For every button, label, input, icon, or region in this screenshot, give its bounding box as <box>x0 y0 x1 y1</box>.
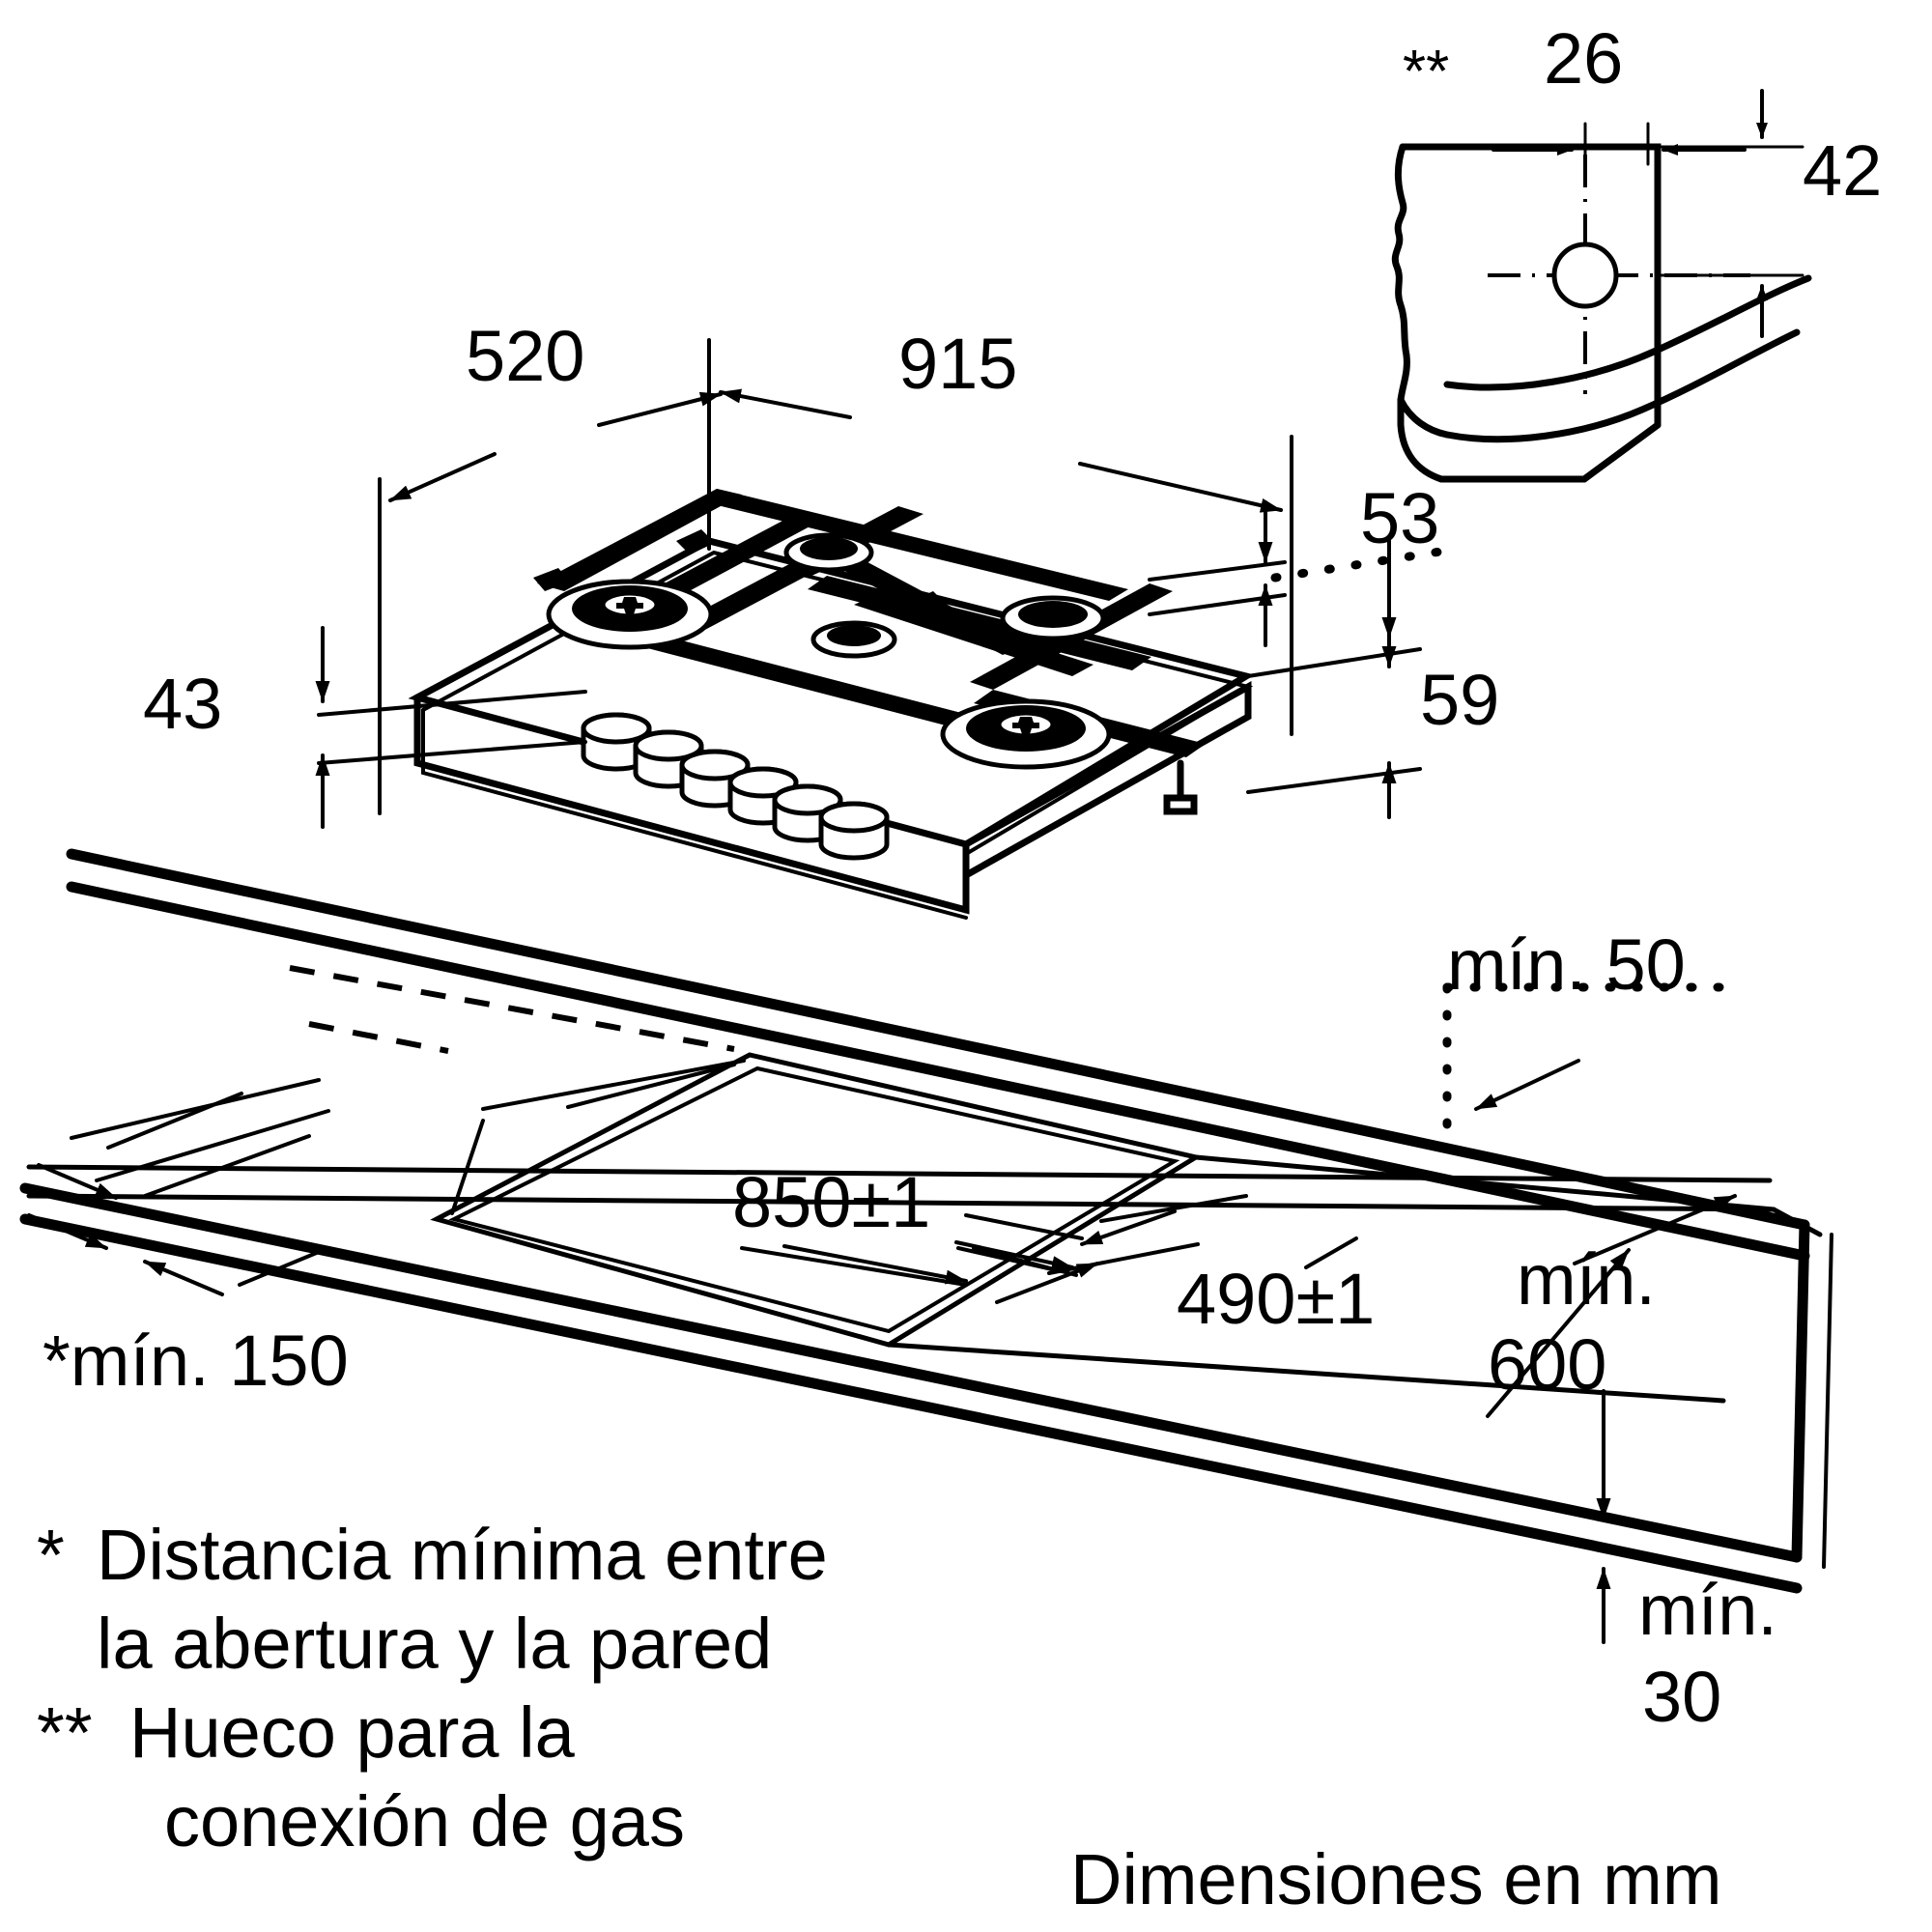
note-1-line-2: la abertura y la pared <box>97 1604 773 1684</box>
dimension-min-600-prefix: mín. <box>1517 1239 1656 1320</box>
dimension-min-600-value: 600 <box>1488 1324 1607 1405</box>
hob-body-geometry <box>408 489 1256 920</box>
dimension-min-30-prefix: mín. <box>1638 1570 1777 1650</box>
dimension-59: 59 <box>1420 660 1500 740</box>
units-note: Dimensiones en mm <box>1070 1839 1722 1919</box>
dimension-min-150: *mín. 150 <box>43 1321 349 1401</box>
hob-control-knobs <box>581 712 890 861</box>
dimension-43: 43 <box>143 664 223 744</box>
dimension-53: 53 <box>1360 478 1440 558</box>
note-2-line-2: conexión de gas <box>164 1781 685 1861</box>
dimension-cutout-depth: 490±1 <box>1177 1259 1376 1339</box>
worktop-dimension-lines <box>27 982 1737 1644</box>
dimension-520: 520 <box>466 316 585 396</box>
note-1-line-1: Distancia mínima entre <box>97 1515 828 1595</box>
note-1-marker: * <box>37 1515 65 1595</box>
dimension-min-30-value: 30 <box>1642 1657 1722 1737</box>
detail-marker-asterisks: ** <box>1403 39 1450 105</box>
dimension-cutout-width: 850±1 <box>732 1162 931 1242</box>
worktop-geometry <box>19 848 1833 1594</box>
note-2-line-1: Hueco para la <box>129 1692 575 1773</box>
hob-dimension-lines <box>315 338 1463 829</box>
dimension-42: 42 <box>1803 130 1883 211</box>
dimension-915: 915 <box>898 324 1018 404</box>
dimension-min-50: mín. 50 <box>1447 924 1686 1005</box>
dimension-26: 26 <box>1544 18 1624 99</box>
detail-gas-cutout-geometry <box>1391 89 1812 483</box>
note-2-marker: ** <box>37 1692 93 1773</box>
